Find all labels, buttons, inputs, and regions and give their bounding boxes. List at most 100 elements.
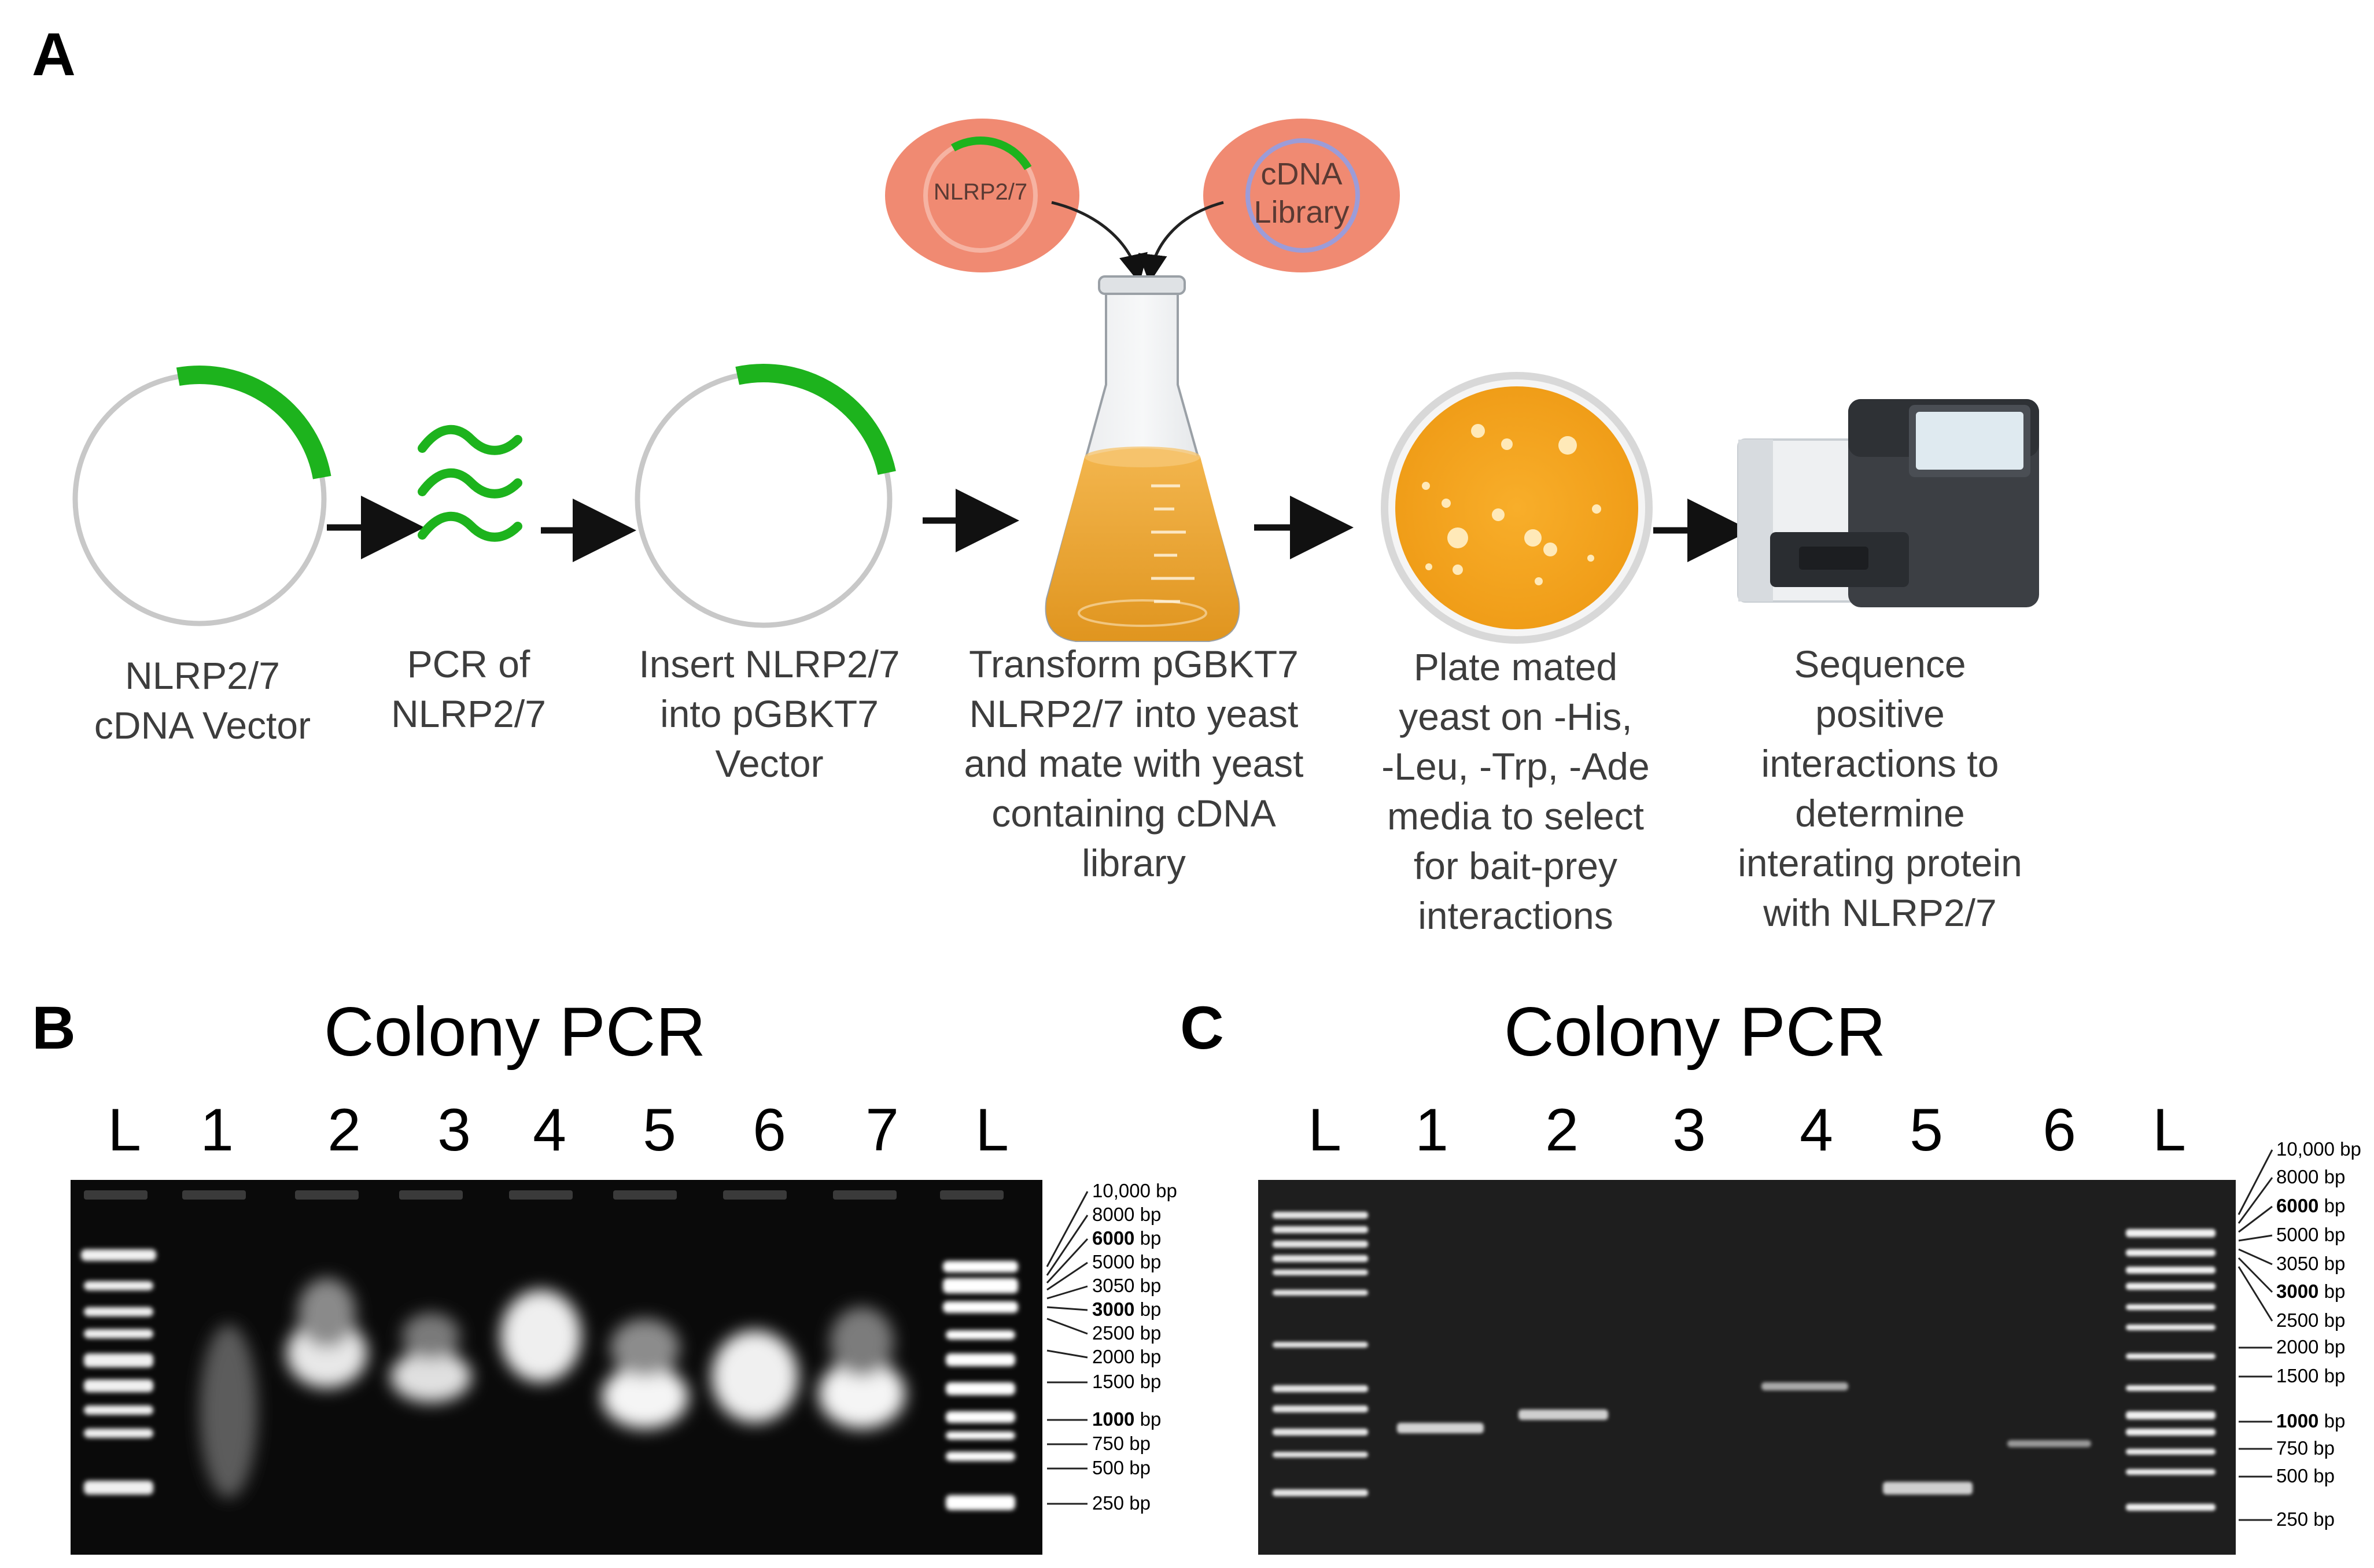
panel-b-ladder-value-13: 250: [1092, 1492, 1125, 1514]
panel-b-ladder-unit-2: bp: [1134, 1204, 1162, 1225]
panel-c-ladder-value-6: 3000: [2276, 1281, 2319, 1302]
panel-c-ladder-unit-13: bp: [2308, 1508, 2335, 1530]
panel-c-ladder-tick-4: [2238, 1234, 2273, 1242]
panel-b-ladder-label-4: 5000 bp: [1092, 1251, 1161, 1273]
panel-b-ladder-label-10: 1000 bp: [1092, 1408, 1161, 1430]
panel-c-lane-7-label: 6: [2043, 1097, 2076, 1164]
panel-c-ladder-tick-2: [2237, 1177, 2273, 1224]
panel-b-ladder-unit-7: bp: [1134, 1322, 1162, 1344]
step-1-label: NLRP2/7 cDNA Vector: [94, 654, 311, 747]
panel-b-ladder-value-4: 5000: [1092, 1251, 1135, 1272]
step-6-label: Sequence positive interactions to determ…: [1738, 643, 2022, 934]
panel-b-ladder-label-11: 750 bp: [1092, 1433, 1151, 1455]
panel-c-ladder-tick-3: [2238, 1205, 2273, 1233]
panel-c-ladder-unit-2: bp: [2318, 1166, 2346, 1187]
panel-c-ladder-unit-9: bp: [2318, 1365, 2346, 1386]
yeast-library-label: cDNA Library: [1254, 157, 1350, 230]
panel-b-ladder-unit-9: bp: [1134, 1371, 1162, 1392]
petri-plate-icon: [1381, 372, 1653, 644]
yeast-bait-cell-icon: [885, 119, 1079, 272]
yeast-library-cell-icon: [1203, 119, 1400, 272]
panel-c-ladder-label-9: 1500 bp: [2276, 1365, 2345, 1387]
panel-b-ladder-label-9: 1500 bp: [1092, 1371, 1161, 1393]
panel-b-ladder-unit-4: bp: [1134, 1251, 1162, 1272]
step-2-label: PCR of NLRP2/7: [391, 643, 546, 735]
panel-c-ladder-label-5: 3050 bp: [2276, 1253, 2345, 1275]
panel-b-ladder-label-1: 10,000 bp: [1092, 1180, 1177, 1202]
panel-c-ladder-unit-6: bp: [2318, 1281, 2346, 1302]
plasmid-pgbkt7-icon: [635, 364, 896, 628]
panel-b-ladder-label-12: 500 bp: [1092, 1457, 1151, 1479]
panel-c-ladder-tick-7: [2237, 1266, 2273, 1322]
panel-c-ladder-tick-1: [2237, 1149, 2273, 1215]
panel-c-ladder-label-4: 5000 bp: [2276, 1224, 2345, 1246]
panel-b-ladder-value-12: 500: [1092, 1457, 1125, 1478]
panel-c-ladder-label-2: 8000 bp: [2276, 1166, 2345, 1188]
panel-c-ladder-value-3: 6000: [2276, 1195, 2319, 1216]
panel-b-lane-8-label: 7: [865, 1097, 899, 1164]
panel-b-ladder-value-3: 6000: [1092, 1227, 1135, 1249]
panel-c-ladder-label-6: 3000 bp: [2276, 1281, 2345, 1303]
panel-b-ladder-value-11: 750: [1092, 1433, 1125, 1454]
panel-c-ladder-value-9: 1500: [2276, 1365, 2319, 1386]
panel-b-lane-4-label: 3: [437, 1097, 471, 1164]
panel-c-ladder-unit-8: bp: [2318, 1336, 2346, 1357]
curved-arrow-right-icon: [1138, 201, 1224, 283]
panel-c-letter: C: [1180, 994, 1224, 1062]
panel-c-ladder-label-11: 750 bp: [2276, 1437, 2335, 1459]
panel-b-ladder-value-6: 3000: [1092, 1298, 1135, 1320]
panel-b-ladder-label-3: 6000 bp: [1092, 1227, 1161, 1249]
panel-c-ladder-tick-5: [2238, 1248, 2273, 1266]
panel-c-ladder-unit-10: bp: [2318, 1410, 2346, 1432]
panel-c-lane-1-label: L: [1308, 1097, 1341, 1164]
panel-c-ladder-value-12: 500: [2276, 1465, 2309, 1486]
panel-c-ladder-unit-12: bp: [2308, 1465, 2335, 1486]
yeast-bait-label: NLRP2/7: [933, 179, 1028, 205]
panel-c-ladder-tick-6: [2237, 1257, 2273, 1293]
panel-b-ladder-unit-11: bp: [1124, 1433, 1151, 1454]
panel-b-ladder-tick-5: [1046, 1285, 1088, 1300]
panel-c-ladder-value-4: 5000: [2276, 1224, 2319, 1245]
panel-c-lane-3-label: 2: [1545, 1097, 1579, 1164]
panel-b-ladder-label-5: 3050 bp: [1092, 1275, 1161, 1297]
panel-c-ladder-value-2: 8000: [2276, 1166, 2319, 1187]
panel-b-ladder-unit-12: bp: [1124, 1457, 1151, 1478]
panel-b-ladder-label-8: 2000 bp: [1092, 1346, 1161, 1368]
panel-b-lane-7-label: 6: [753, 1097, 786, 1164]
panel-c-lane-4-label: 3: [1672, 1097, 1706, 1164]
panel-c-ladder-label-12: 500 bp: [2276, 1465, 2335, 1487]
panel-b-ladder-value-7: 2500: [1092, 1322, 1135, 1344]
panel-c-lane-8-label: L: [2152, 1097, 2186, 1164]
panel-c-ladder-label-1: 10,000 bp: [2276, 1138, 2361, 1160]
panel-b-ladder-unit-3: bp: [1134, 1227, 1162, 1249]
panel-b-ladder-tick-6: [1046, 1306, 1088, 1311]
panel-c-ladder-value-8: 2000: [2276, 1336, 2319, 1357]
step-4-label: Transform pGBKT7 NLRP2/7 into yeast and …: [964, 643, 1304, 884]
panel-b-ladder-value-1: 10,000: [1092, 1180, 1151, 1201]
panel-b-ladder-value-8: 2000: [1092, 1346, 1135, 1367]
panel-c-ladder-value-10: 1000: [2276, 1410, 2319, 1432]
panel-b-ladder-unit-6: bp: [1134, 1298, 1162, 1320]
panel-c-ladder-unit-7: bp: [2318, 1309, 2346, 1331]
panel-c-lane-6-label: 5: [1909, 1097, 1943, 1164]
panel-c-ladder-label-7: 2500 bp: [2276, 1309, 2345, 1331]
panel-b-ladder-value-2: 8000: [1092, 1204, 1135, 1225]
step-5-label: Plate mated yeast on -His, -Leu, -Trp, -…: [1381, 645, 1650, 937]
panel-c-ladder-value-1: 10,000: [2276, 1138, 2335, 1160]
panel-c-ladder-unit-4: bp: [2318, 1224, 2346, 1245]
panel-b-letter: B: [32, 994, 76, 1062]
panel-c-lane-5-label: 4: [1800, 1097, 1833, 1164]
panel-c-ladder-value-5: 3050: [2276, 1253, 2319, 1274]
panel-b-ladder-value-5: 3050: [1092, 1275, 1135, 1296]
panel-b-ladder-value-10: 1000: [1092, 1408, 1135, 1430]
panel-b-ladder-label-13: 250 bp: [1092, 1492, 1151, 1514]
panel-b-ladder-tick-4: [1046, 1261, 1088, 1291]
panel-c-ladder-value-11: 750: [2276, 1437, 2309, 1459]
panel-b-ladder-unit-8: bp: [1134, 1346, 1162, 1367]
plasmid-cdna-vector-icon: [72, 366, 331, 626]
panel-b-ladder-unit-1: bp: [1150, 1180, 1177, 1201]
panel-c-ladder-label-13: 250 bp: [2276, 1508, 2335, 1530]
